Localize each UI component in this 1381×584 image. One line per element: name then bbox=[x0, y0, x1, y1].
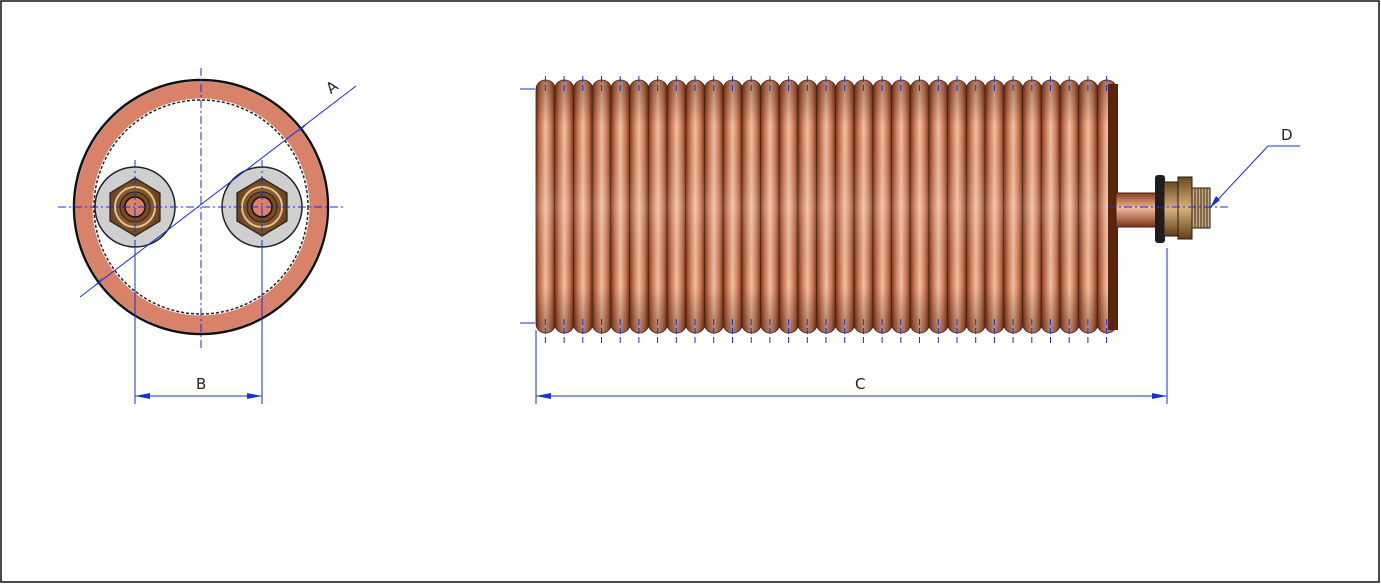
dimension-c: C bbox=[535, 248, 1168, 404]
outlet-fitting bbox=[1115, 175, 1211, 243]
coil-turn-shade bbox=[854, 80, 874, 333]
coil-turn-shade bbox=[985, 80, 1005, 333]
coil-turn-shade bbox=[947, 80, 967, 333]
coil-turn-shade bbox=[667, 80, 687, 333]
coil-turn-shade bbox=[685, 80, 705, 333]
dimension-label-c: C bbox=[855, 375, 865, 393]
dimension-d: D bbox=[1209, 126, 1300, 209]
coil-turn-shade bbox=[610, 80, 631, 333]
coil-turn-shade bbox=[741, 80, 762, 333]
outlet-pipe bbox=[1115, 192, 1161, 228]
coil-turn-shade bbox=[723, 80, 743, 333]
dimension-label-b: B bbox=[196, 375, 206, 393]
coil-turn-shade bbox=[835, 80, 855, 333]
brass-nut-2 bbox=[1177, 176, 1193, 240]
coil-turn-shade bbox=[554, 80, 574, 333]
coil-turn-shade bbox=[573, 80, 593, 333]
coil-turn-shade bbox=[891, 80, 911, 333]
coil-turn-shade bbox=[629, 80, 649, 333]
coil-turn-shade bbox=[536, 80, 556, 333]
coil-turn-shade bbox=[928, 80, 949, 333]
coil-turn-shade bbox=[910, 80, 930, 333]
brass-nut-1 bbox=[1163, 181, 1179, 237]
side-view: D C bbox=[520, 76, 1300, 404]
coil-turn-shade bbox=[1059, 80, 1080, 333]
coil-turn-shade bbox=[760, 80, 780, 333]
end-view: A B bbox=[58, 68, 357, 404]
coil-turn-shade bbox=[816, 80, 836, 333]
coil-turn-shade bbox=[704, 80, 724, 333]
dimension-label-a: A bbox=[322, 77, 342, 98]
coil-turn-shade bbox=[1041, 80, 1061, 333]
dimension-label-d: D bbox=[1281, 126, 1293, 144]
coil-turn-shade bbox=[592, 80, 612, 333]
coil-turn-shade bbox=[1003, 80, 1023, 333]
coil-turn-shade bbox=[779, 80, 799, 333]
coil-turn-shade bbox=[1022, 80, 1042, 333]
coil-turns bbox=[535, 76, 1118, 345]
coil-turn-shade bbox=[966, 80, 986, 333]
coil-turn-shade bbox=[1078, 80, 1098, 333]
flange-washer bbox=[1155, 175, 1165, 243]
coil-turn-shade bbox=[872, 80, 893, 333]
coil-turn-shade bbox=[797, 80, 818, 333]
dimension-b: B bbox=[134, 240, 263, 404]
coil-turn-shade bbox=[648, 80, 668, 333]
